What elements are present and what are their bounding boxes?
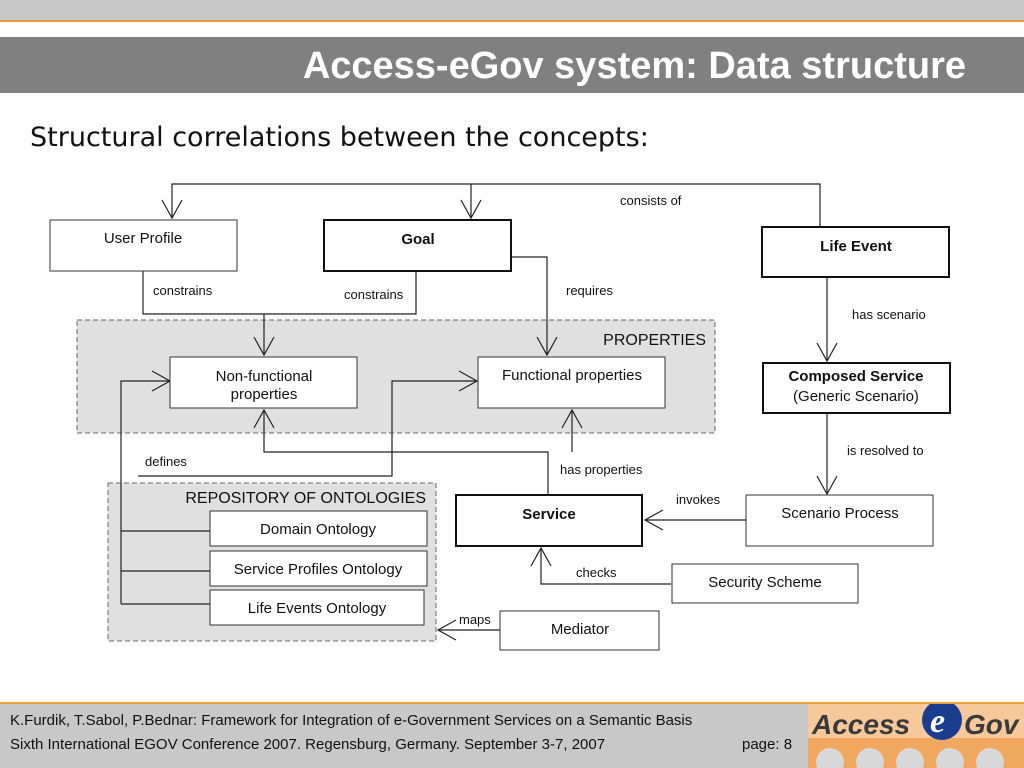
non-functional-node	[169, 356, 358, 409]
top-accent-line	[0, 20, 1024, 22]
logo-text-gov: Gov	[964, 709, 1020, 740]
user-profile-label: User Profile	[104, 230, 182, 247]
service-label: Service	[522, 506, 575, 523]
edge-label-consists-of: consists of	[620, 193, 682, 208]
life-event-label: Life Event	[820, 238, 892, 255]
edge-label-has-scenario: has scenario	[852, 307, 926, 322]
life-event-node	[761, 226, 950, 278]
functional-label: Functional properties	[502, 367, 642, 384]
title-bar: Access-eGov system: Data structure	[0, 37, 1024, 93]
security-scheme-label: Security Scheme	[708, 574, 821, 591]
connectors	[120, 183, 838, 641]
security-scheme-node	[671, 563, 859, 604]
non-functional-label-2: properties	[231, 386, 298, 403]
service-profiles-ontology-node	[209, 550, 428, 587]
goal-node	[323, 219, 512, 272]
logo-text-access: Access	[811, 709, 910, 740]
composed-service-node	[762, 362, 951, 414]
user-profile-node	[49, 219, 238, 272]
logo-text-e: e	[930, 704, 945, 740]
edge-label-invokes: invokes	[676, 492, 721, 507]
slide-title: Access-eGov system: Data structure	[302, 45, 966, 87]
edge-label-constrains-user: constrains	[153, 283, 213, 298]
domain-ontology-label: Domain Ontology	[260, 521, 376, 538]
domain-ontology-node	[209, 510, 428, 547]
goal-label: Goal	[401, 231, 434, 248]
edge-label-is-resolved-to: is resolved to	[847, 443, 924, 458]
edge-label-has-properties: has properties	[560, 462, 643, 477]
edge-label-maps: maps	[459, 612, 491, 627]
life-events-ontology-node	[209, 589, 425, 626]
footer-accent-line	[0, 702, 1024, 704]
composed-service-label-1: Composed Service	[788, 368, 923, 385]
properties-group-label: PROPERTIES	[603, 332, 706, 349]
mediator-label: Mediator	[551, 621, 609, 638]
footer-conference: Sixth International EGOV Conference 2007…	[10, 736, 606, 753]
logo-graphic: Access e Gov	[808, 704, 1024, 768]
functional-node	[477, 356, 666, 409]
mediator-node	[499, 610, 660, 651]
data-structure-diagram: PROPERTIES REPOSITORY OF ONTOLOGIES	[49, 183, 951, 651]
edge-label-constrains-goal: constrains	[344, 287, 404, 302]
page-number: page: 8	[742, 736, 793, 753]
access-egov-logo: Access e Gov	[808, 704, 1024, 768]
non-functional-label-1: Non-functional	[216, 368, 313, 385]
top-band	[0, 0, 1024, 20]
composed-service-label-2: (Generic Scenario)	[793, 388, 919, 405]
footer-citation: K.Furdik, T.Sabol, P.Bednar: Framework f…	[10, 712, 693, 729]
service-node	[455, 494, 643, 547]
scenario-process-node	[745, 494, 934, 547]
edge-label-checks: checks	[576, 565, 617, 580]
repository-group-label: REPOSITORY OF ONTOLOGIES	[185, 490, 426, 507]
edge-label-requires: requires	[566, 283, 613, 298]
slide-subtitle: Structural correlations between the conc…	[30, 122, 649, 153]
service-profiles-ontology-label: Service Profiles Ontology	[234, 561, 403, 578]
scenario-process-label: Scenario Process	[781, 505, 899, 522]
edge-label-defines: defines	[145, 454, 187, 469]
life-events-ontology-label: Life Events Ontology	[248, 600, 387, 617]
